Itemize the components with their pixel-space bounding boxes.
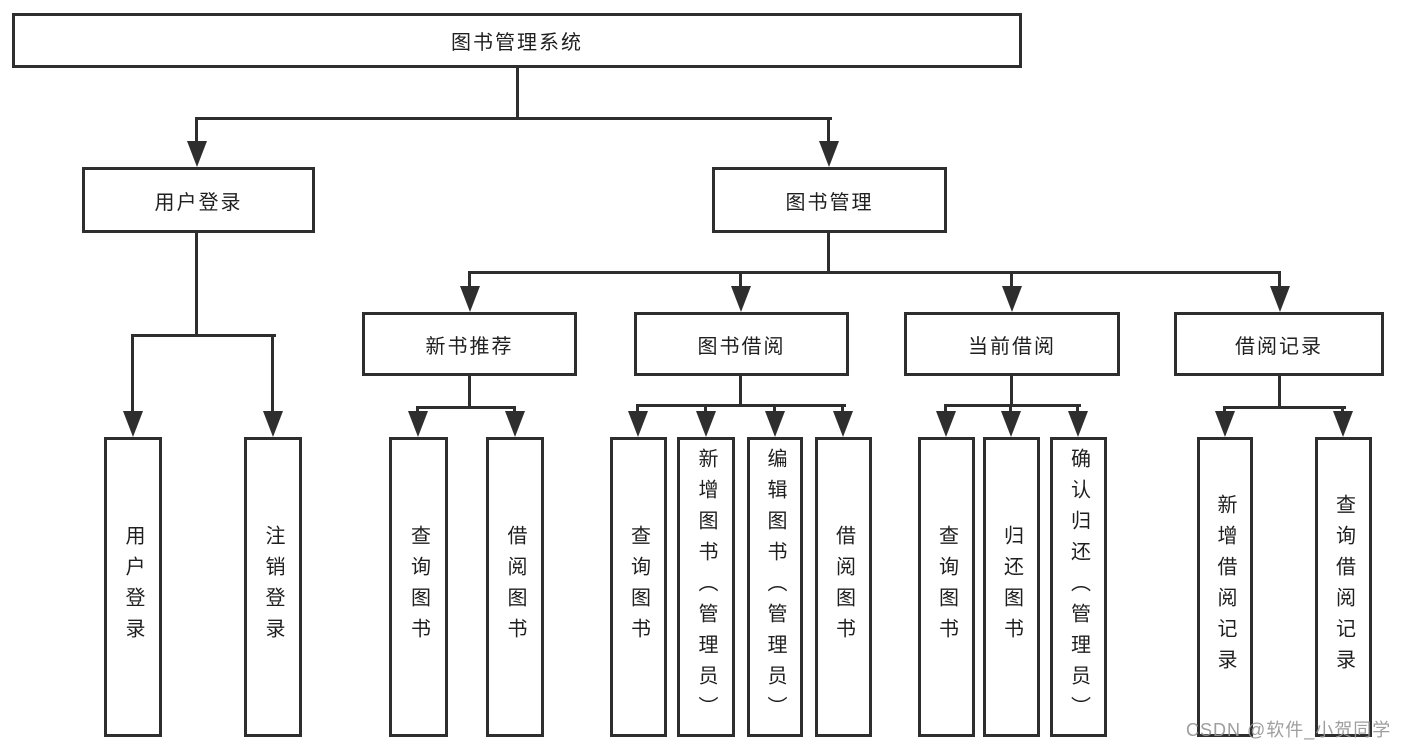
connector-drop-book-mgmt <box>827 117 830 143</box>
node-user-login: 用户登录 <box>82 167 315 233</box>
connector-stem-borrow-record <box>1278 375 1281 408</box>
arrow-down-icon <box>819 141 839 167</box>
arrow-down-icon <box>1333 411 1353 437</box>
connector-stem-root <box>516 68 519 118</box>
node-book-management: 图书管理 <box>712 167 947 233</box>
leaf-record-add-borrow-record: 新增借阅记录 <box>1197 437 1253 737</box>
connector-drop <box>1076 404 1079 414</box>
arrow-down-icon <box>1068 411 1088 437</box>
leaf-logout: 注销登录 <box>244 437 302 737</box>
leaf-current-confirm-return-admin: 确认归还（管理员） <box>1050 437 1107 737</box>
connector-branch-root <box>195 117 832 120</box>
connector-branch-borrow-record <box>1223 406 1346 409</box>
csdn-watermark: CSDN @软件_小贺同学 <box>1186 720 1392 740</box>
arrow-down-icon <box>505 411 525 437</box>
arrow-down-icon <box>123 411 143 437</box>
leaf-user-login: 用户登录 <box>104 437 162 737</box>
arrow-down-icon <box>1215 411 1235 437</box>
arrow-down-icon <box>1001 411 1021 437</box>
arrow-down-icon <box>731 286 751 312</box>
connector-branch-book-borrow <box>636 404 846 407</box>
arrow-down-icon <box>1002 286 1022 312</box>
arrow-down-icon <box>460 286 480 312</box>
arrow-down-icon <box>833 411 853 437</box>
connector-stem-book-borrow <box>739 375 742 406</box>
arrow-down-icon <box>936 411 956 437</box>
connector-drop <box>704 404 707 414</box>
connector-drop <box>841 404 844 414</box>
connector-branch-current-borrow <box>944 404 1081 407</box>
connector-branch-book-mgmt <box>468 271 1281 274</box>
connector-drop-leaf-user-login <box>131 334 134 414</box>
connector-drop <box>773 404 776 414</box>
connector-stem-book-mgmt <box>827 232 830 274</box>
arrow-down-icon <box>628 411 648 437</box>
leaf-current-query-book: 查询图书 <box>918 437 975 737</box>
node-root: 图书管理系统 <box>12 13 1022 68</box>
arrow-down-icon <box>1270 286 1290 312</box>
leaf-borrow-borrow-book: 借阅图书 <box>815 437 872 737</box>
connector-stem-user-login <box>195 232 198 336</box>
connector-drop <box>636 404 639 414</box>
node-borrow-record: 借阅记录 <box>1174 312 1384 376</box>
arrow-down-icon <box>696 411 716 437</box>
connector-drop-borrow-record <box>1278 271 1281 289</box>
node-book-borrow: 图书借阅 <box>634 312 849 376</box>
arrow-down-icon <box>408 411 428 437</box>
connector-stem-new-book-rec <box>468 375 471 408</box>
connector-branch-new-book-rec <box>416 406 516 409</box>
leaf-borrow-edit-book-admin: 编辑图书（管理员） <box>747 437 803 737</box>
connector-drop-leaf-logout <box>271 334 274 414</box>
connector-stem-current-borrow <box>1010 375 1013 406</box>
connector-drop <box>1009 404 1012 414</box>
connector-drop-new-book-rec <box>468 271 471 289</box>
leaf-recommend-query-book: 查询图书 <box>389 437 448 737</box>
connector-drop-user-login <box>195 117 198 143</box>
arrow-down-icon <box>765 411 785 437</box>
leaf-borrow-query-book: 查询图书 <box>610 437 667 737</box>
node-new-book-recommend: 新书推荐 <box>362 312 577 376</box>
connector-drop <box>944 404 947 414</box>
leaf-recommend-borrow-book: 借阅图书 <box>486 437 544 737</box>
leaf-borrow-add-book-admin: 新增图书（管理员） <box>677 437 735 737</box>
leaf-record-query-borrow-record: 查询借阅记录 <box>1315 437 1372 737</box>
arrow-down-icon <box>187 141 207 167</box>
arrow-down-icon <box>263 411 283 437</box>
connector-drop-book-borrow <box>739 271 742 289</box>
leaf-current-return-book: 归还图书 <box>983 437 1040 737</box>
connector-drop-current-borrow <box>1010 271 1013 289</box>
connector-branch-user-login <box>131 334 276 337</box>
node-current-borrow: 当前借阅 <box>904 312 1120 376</box>
